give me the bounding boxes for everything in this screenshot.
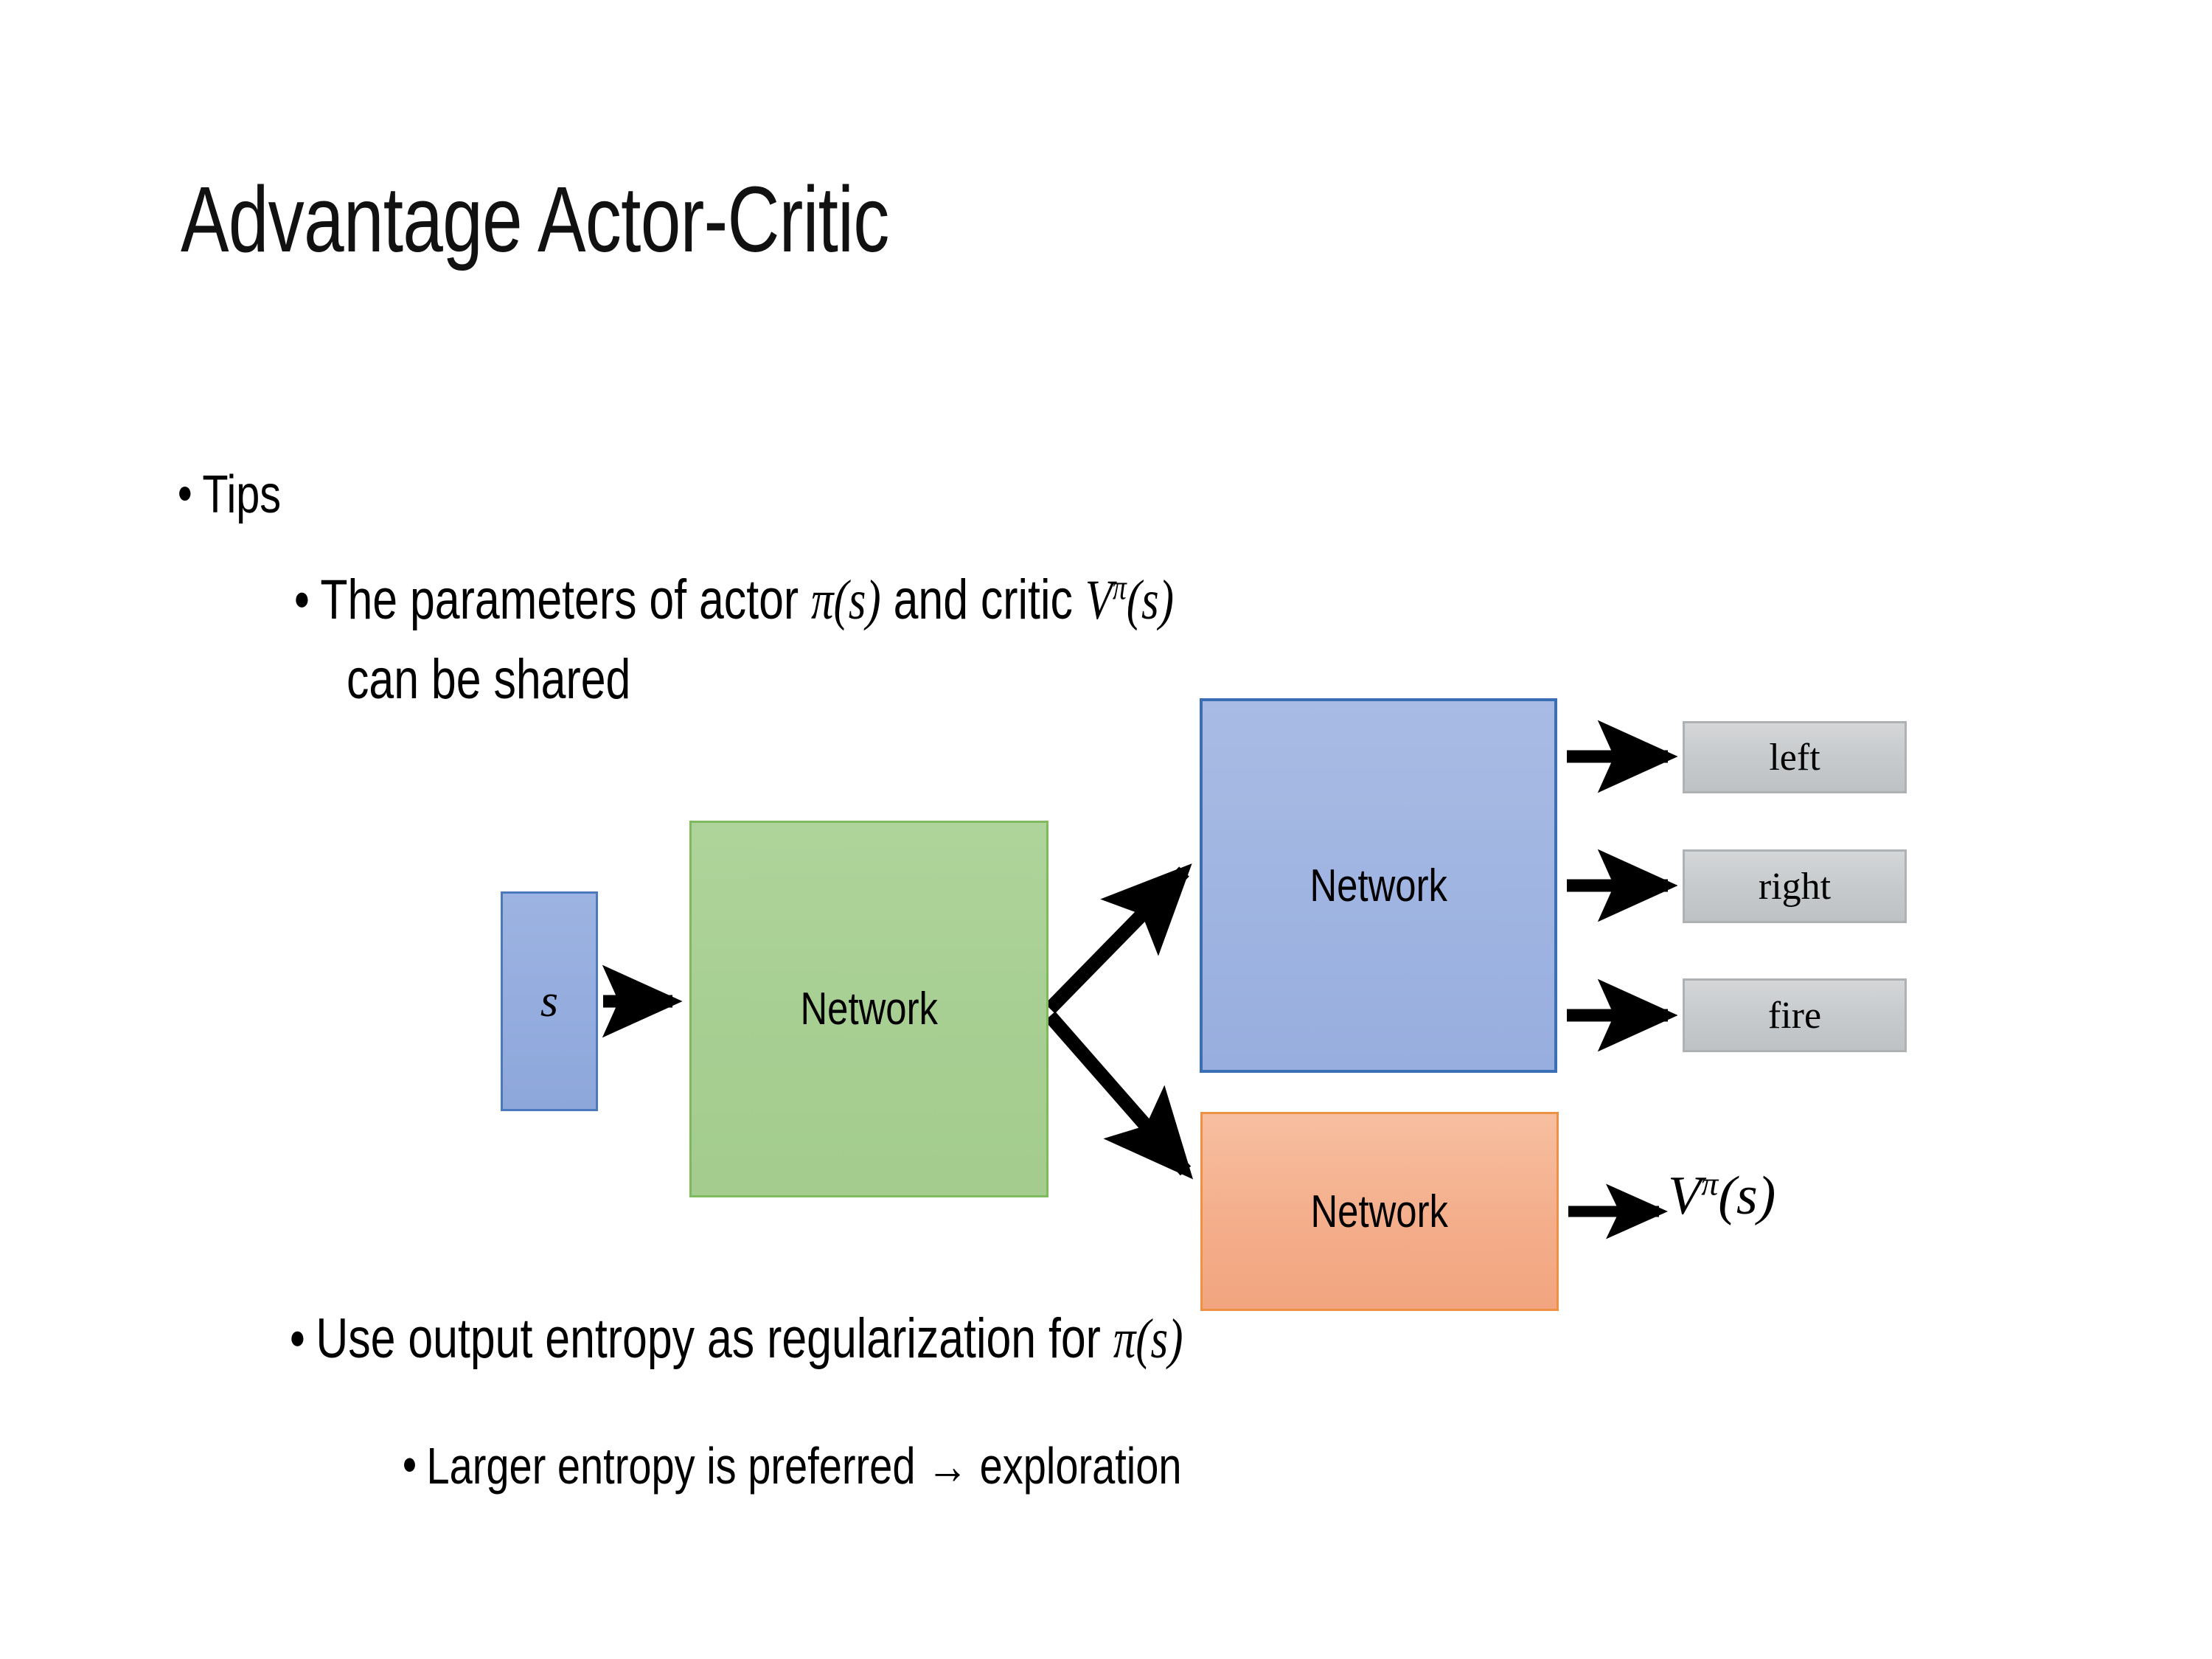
bullet-shared-parameters-line2: can be shared [347,648,631,711]
critic-value-base: V [1668,1166,1702,1226]
action-output-left: left [1683,721,1907,793]
bullet-dot-icon: ● [402,1445,417,1481]
bullet-entropy-prefix: Use output entropy as regularization for [316,1307,1113,1370]
bullet-larger-entropy: ● Larger entropy is preferred → explorat… [402,1436,1182,1495]
critic-value-superscript: π [1701,1164,1719,1203]
bullet-dot-icon: ● [177,474,193,511]
critic-value-output-label: Vπ(s) [1668,1164,1775,1228]
bullet-dot-icon: ● [293,577,310,617]
math-policy-pi-s: π(s) [1113,1308,1183,1370]
bullet-dot-icon: ● [289,1316,306,1356]
critic-value-arg: (s) [1718,1166,1776,1226]
bullet-tips-label: Tips [202,465,282,524]
bullet-shared-parameters: ● The parameters of actor π(s) and criti… [293,568,1174,633]
bullet-tips: ● Tips [177,465,281,525]
actor-network-box: Network [1200,698,1557,1073]
action-output-left-label: left [1769,736,1820,779]
action-output-fire: fire [1683,978,1907,1052]
bullet-shared-parameters-label: The parameters of actor π(s) and critic … [320,568,1174,633]
bullet-shared-parameters-continued: can be shared [347,647,630,712]
state-input-box: s [501,891,598,1111]
action-output-right: right [1683,849,1907,923]
math-critic-value-superscript: π [1112,568,1127,608]
bullet-text-middle: and critic [880,568,1085,631]
bullet-entropy-regularization: ● Use output entropy as regularization f… [289,1307,1183,1371]
math-critic-value-arg: (s) [1126,569,1174,631]
critic-network-label: Network [1310,1186,1449,1237]
critic-network-box: Network [1200,1112,1559,1311]
bullet-larger-entropy-label: Larger entropy is preferred → exploratio… [426,1437,1182,1495]
math-actor-policy: π(s) [811,569,881,631]
shared-network-box: Network [689,821,1048,1197]
shared-network-label: Network [800,984,938,1034]
actor-network-label: Network [1310,860,1447,911]
arrow-shared-to-actor [1045,863,1192,1014]
bullet-text-prefix: The parameters of actor [320,568,812,631]
page-title: Advantage Actor-Critic [181,167,889,271]
arrow-shared-to-critic [1044,1011,1194,1180]
state-symbol-label: s [540,975,559,1026]
action-output-fire-label: fire [1767,994,1822,1037]
bullet-entropy-label: Use output entropy as regularization for… [316,1307,1183,1371]
math-critic-value-base: V [1085,569,1113,631]
action-output-right-label: right [1758,865,1832,908]
